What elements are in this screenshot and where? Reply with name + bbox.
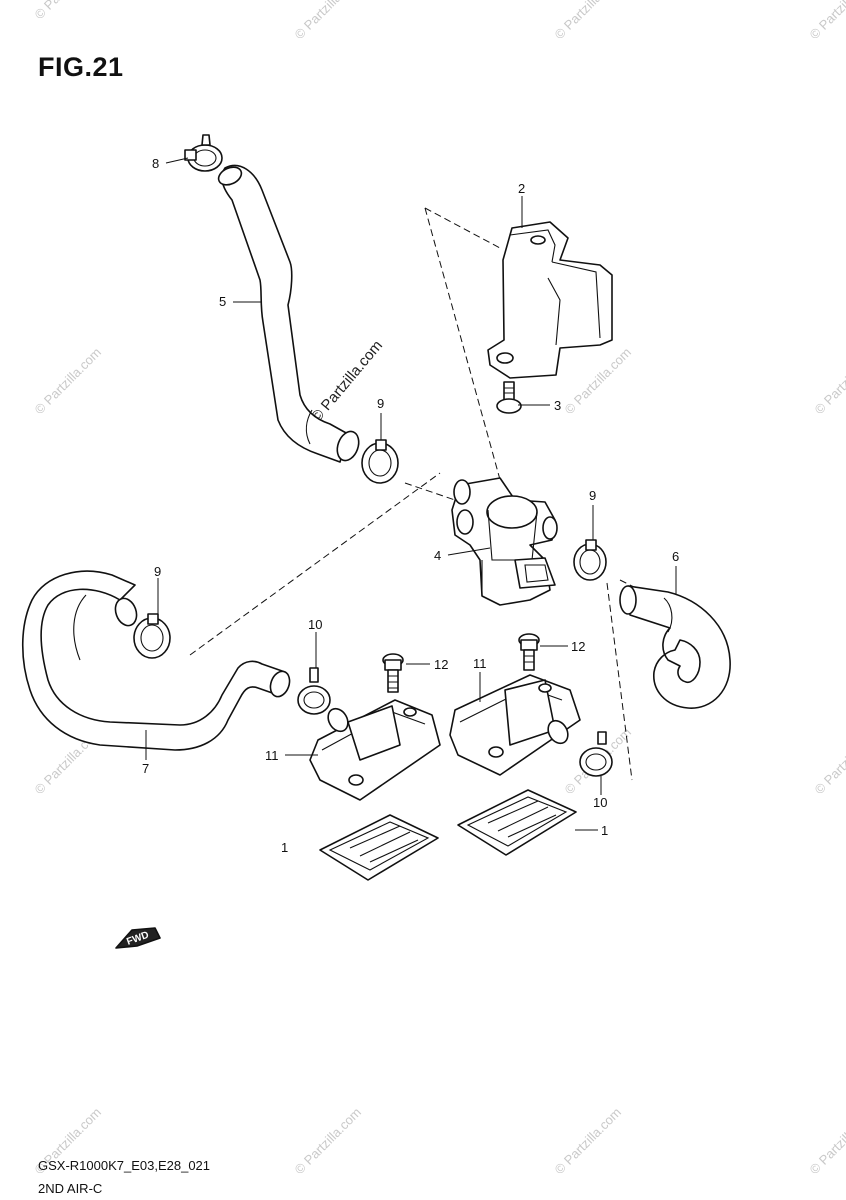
callout-12a: 12 [434,657,448,672]
callout-10a: 10 [308,617,322,632]
watermark: © Partzilla.com [32,0,105,22]
hose-part-5 [217,164,360,463]
clamp-part-10-right [579,731,613,777]
callout-3: 3 [554,398,561,413]
clamp-part-9-left [133,613,171,659]
callout-9b: 9 [589,488,596,503]
clamp-part-10-left [297,667,331,715]
callout-leader-lines [145,157,677,831]
watermark: © Partzilla.com [812,725,846,798]
hose-part-7 [21,570,291,751]
callout-11a: 11 [265,748,279,763]
valve-part-4 [451,477,558,606]
callout-12b: 12 [571,639,585,654]
clamp-part-9-top [361,439,399,484]
watermark: © Partzilla.com [32,345,105,418]
clamp-part-9-right [573,539,607,581]
forward-arrow-icon: FWD [115,927,161,949]
watermark: © Partzilla.com [552,0,625,42]
callout-8: 8 [152,156,159,171]
watermark-layer: © Partzilla.com © Partzilla.com © Partzi… [32,0,846,1177]
callout-7: 7 [142,761,149,776]
watermark: © Partzilla.com [812,345,846,418]
callout-10b: 10 [593,795,607,810]
callout-2: 2 [518,181,525,196]
section-name: 2ND AIR-C [38,1181,103,1196]
callout-1b: 1 [601,823,608,838]
hose-part-6 [619,585,731,709]
bolt-part-12-left [382,653,404,693]
callout-11b: 11 [473,656,487,671]
callout-6: 6 [672,549,679,564]
bolt-part-3 [496,381,522,414]
watermark: © Partzilla.com [562,345,635,418]
watermark: © Partzilla.com [807,1105,846,1178]
bolt-part-12-right [518,633,540,671]
callout-5: 5 [219,294,226,309]
watermark: © Partzilla.com [292,0,365,42]
callout-9c: 9 [154,564,161,579]
reed-valve-part-1-left [319,814,439,881]
watermark: © Partzilla.com [292,1105,365,1178]
callout-4: 4 [434,548,441,563]
callout-9a: 9 [377,396,384,411]
figure-title: FIG.21 [38,52,124,82]
watermark: © Partzilla.com [807,0,846,42]
cover-part-11-right [449,674,581,776]
watermark: © Partzilla.com [552,1105,625,1178]
reed-valve-part-1-right [457,789,577,856]
cover-part-11-left [309,699,441,801]
callout-1a: 1 [281,840,288,855]
model-code: GSX-R1000K7_E03,E28_021 [38,1158,211,1173]
bracket-part-2 [487,221,613,379]
callout-labels: 1 1 2 3 4 5 6 7 8 9 9 9 10 10 11 11 12 1… [142,156,679,855]
watermark-center: © Partzilla.com [308,337,386,425]
clamp-part-8 [184,134,223,172]
